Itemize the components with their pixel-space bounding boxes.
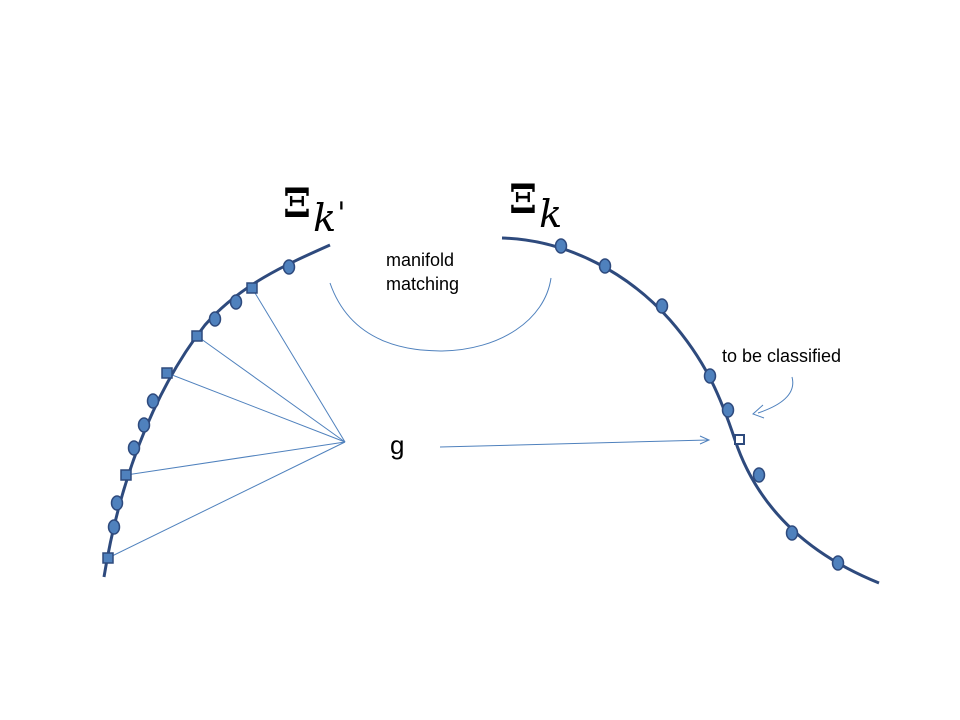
sample-point: [127, 440, 141, 456]
left-selected-points: [102, 282, 258, 564]
manifold-matching-line1: manifold: [386, 250, 455, 270]
selected-point: [120, 469, 132, 481]
left-manifold-subscript: k: [313, 196, 337, 240]
manifold-matching-line2: matching: [386, 274, 460, 294]
left-sample-points: [107, 259, 296, 535]
connector-line: [166, 372, 346, 443]
manifold-matching-label: manifold matching: [386, 248, 459, 296]
sample-point: [208, 311, 222, 327]
selected-point: [102, 552, 114, 564]
left-manifold-symbol: Ξ: [283, 180, 312, 227]
mapping-arrow-line: [439, 439, 709, 448]
selected-point: [161, 367, 173, 379]
sample-point: [110, 495, 124, 511]
sample-point: [282, 259, 296, 275]
sample-point: [752, 467, 766, 483]
right-manifold-symbol: Ξ: [509, 176, 538, 223]
sample-point: [229, 294, 243, 310]
connector-line: [196, 335, 346, 443]
right-manifold-label: Ξk: [509, 176, 562, 236]
sample-point: [721, 402, 735, 418]
to-be-classified-label: to be classified: [722, 346, 842, 366]
connector-line: [251, 287, 346, 443]
sample-point: [831, 555, 845, 571]
sample-point: [655, 298, 669, 314]
sample-point: [703, 368, 717, 384]
query-label: g: [390, 430, 405, 460]
connector-line: [125, 441, 346, 476]
sample-point: [137, 417, 151, 433]
right-manifold-subscript: k: [539, 192, 563, 236]
left-manifold-label: Ξk': [283, 180, 345, 240]
classify-pointer-head: [752, 404, 765, 419]
manifold-matching-arc: [329, 277, 552, 352]
sample-point: [107, 519, 121, 535]
right-manifold-curve: [501, 236, 880, 585]
selected-point: [191, 330, 203, 342]
sample-point: [598, 258, 612, 274]
left-manifold-curve: [102, 243, 331, 578]
sample-point: [554, 238, 568, 254]
unclassified-point: [734, 434, 745, 445]
classify-pointer-curve: [757, 376, 794, 414]
query-connectors: [107, 287, 346, 559]
left-manifold-prime: ': [337, 196, 346, 231]
mapping-arrow-head: [699, 435, 711, 445]
connector-line: [107, 441, 346, 559]
right-sample-points: [554, 238, 845, 571]
sample-point: [146, 393, 160, 409]
selected-point: [246, 282, 258, 294]
sample-point: [785, 525, 799, 541]
